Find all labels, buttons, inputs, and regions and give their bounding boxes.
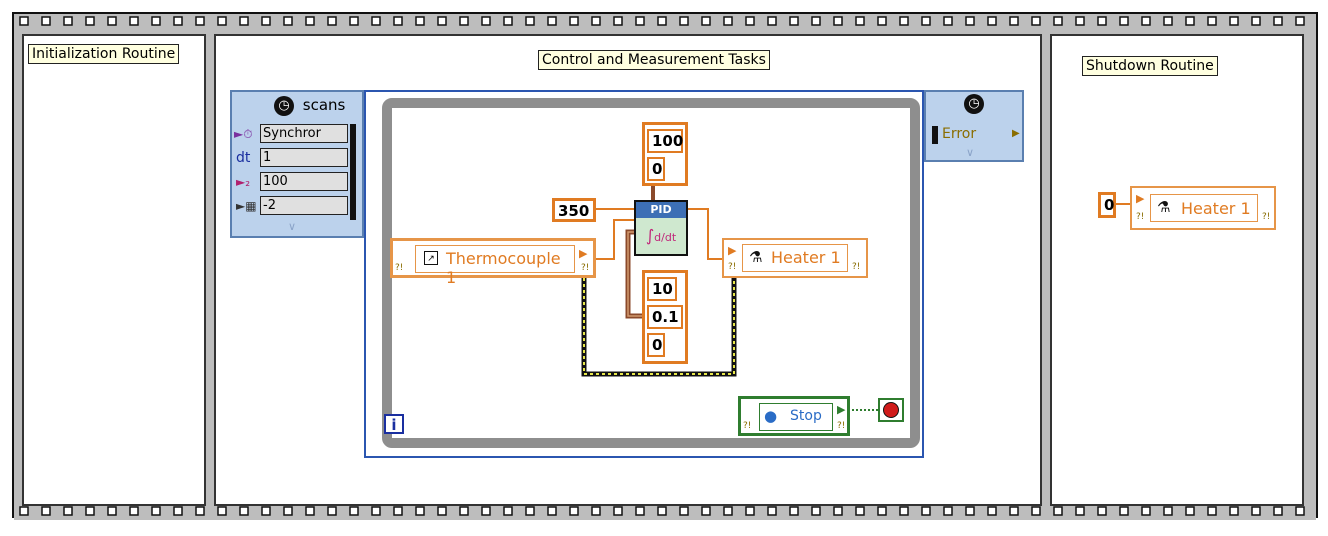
timed-loop-input-node[interactable]: ◷ scans ►⏱ Synchror dt 1 ►₂ 100 ►▦ -2 ∨ bbox=[230, 90, 364, 238]
output-arrow-icon: ▶ bbox=[579, 247, 588, 260]
timed-loop-title: scans bbox=[302, 96, 346, 114]
stopwatch-icon: ◷ bbox=[274, 95, 294, 116]
error-out-icon: ?! bbox=[1262, 212, 1271, 222]
shutdown-heater-channel[interactable]: ⚗ Heater 1 bbox=[1150, 194, 1258, 222]
shutdown-value-constant[interactable]: 0 bbox=[1098, 192, 1116, 218]
stop-terminal[interactable] bbox=[878, 398, 904, 422]
expand-chevron-icon[interactable]: ∨ bbox=[288, 220, 297, 233]
processor-field[interactable]: -2 bbox=[260, 196, 348, 215]
iteration-terminal: i bbox=[384, 414, 404, 434]
shutdown-heater-label: Heater 1 bbox=[1181, 199, 1251, 218]
error-in-icon: ?! bbox=[743, 421, 752, 431]
frame-label-shutdown: Shutdown Routine bbox=[1082, 56, 1218, 76]
error-out-icon: ?! bbox=[837, 421, 846, 431]
stopwatch-icon: ◷ bbox=[964, 94, 984, 114]
error-in-icon: ?! bbox=[1136, 212, 1145, 222]
heater-icon: ⚗ bbox=[1157, 198, 1171, 216]
input-arrow-icon: ▶ bbox=[728, 244, 737, 257]
output-bar bbox=[932, 126, 938, 144]
timed-loop-inputs: ►⏱ Synchror dt 1 ►₂ 100 ►▦ -2 bbox=[234, 122, 358, 218]
input-bar bbox=[350, 124, 356, 220]
daq-read-node[interactable]: ?! ↗ Thermocouple 1 ▶ ?! bbox=[390, 238, 596, 287]
dt-label: dt bbox=[236, 150, 251, 166]
stop-sign-icon bbox=[883, 402, 899, 418]
frame-initialization bbox=[22, 34, 206, 506]
input-row-offset[interactable]: ►₂ 100 bbox=[234, 170, 358, 194]
timed-loop-header: ◷ scans bbox=[274, 94, 360, 118]
offset-icon: ►₂ bbox=[236, 175, 251, 189]
error-out-icon: ?! bbox=[581, 263, 590, 273]
daq-write-node[interactable]: ▶ ?! ⚗ Heater 1 ?! bbox=[722, 238, 868, 278]
pid-label: PID bbox=[636, 202, 686, 218]
input-row-timing-source[interactable]: ►⏱ Synchror bbox=[234, 122, 358, 146]
gain-derivative[interactable]: 0 bbox=[647, 333, 665, 357]
heater-label: Heater 1 bbox=[771, 248, 841, 267]
output-arrow-icon: ▶ bbox=[837, 403, 846, 416]
clock-source-icon: ►⏱ bbox=[234, 127, 253, 141]
error-in-icon: ?! bbox=[728, 262, 737, 272]
offset-field[interactable]: 100 bbox=[260, 172, 348, 191]
stop-node[interactable]: ?! ● Stop ▶ ?! bbox=[738, 396, 850, 436]
setpoint-constant[interactable]: 350 bbox=[552, 198, 596, 222]
frame-shutdown bbox=[1050, 34, 1304, 506]
output-range-low[interactable]: 0 bbox=[647, 157, 665, 181]
frame-label-initialization: Initialization Routine bbox=[28, 44, 180, 64]
error-out-icon: ?! bbox=[852, 262, 861, 272]
gain-integral[interactable]: 0.1 bbox=[647, 305, 683, 329]
gain-proportional[interactable]: 10 bbox=[647, 277, 677, 301]
input-row-dt[interactable]: dt 1 bbox=[234, 146, 358, 170]
frame-label-control: Control and Measurement Tasks bbox=[538, 50, 770, 70]
processor-icon: ►▦ bbox=[236, 199, 257, 213]
network-icon: ● bbox=[764, 407, 778, 425]
expand-chevron-icon[interactable]: ∨ bbox=[966, 146, 975, 159]
timed-loop-output-node[interactable]: ◷ Error ▶ ∨ bbox=[924, 90, 1024, 162]
pid-integral-icon: ∫d/dt bbox=[636, 218, 686, 254]
stop-function[interactable]: ● Stop bbox=[759, 403, 833, 431]
pid-vi[interactable]: PID ∫d/dt bbox=[634, 200, 688, 256]
shutdown-write-node[interactable]: ▶ ?! ⚗ Heater 1 ?! bbox=[1130, 186, 1276, 230]
thermocouple-channel[interactable]: ↗ Thermocouple 1 bbox=[415, 245, 575, 287]
channel-icon: ↗ bbox=[424, 251, 438, 265]
stop-label: Stop bbox=[790, 408, 822, 424]
output-arrow-icon: ▶ bbox=[1012, 128, 1020, 139]
output-range-cluster[interactable]: 100 0 bbox=[642, 122, 688, 186]
output-range-high[interactable]: 100 bbox=[647, 129, 683, 153]
dt-field[interactable]: 1 bbox=[260, 148, 348, 167]
thermocouple-label: Thermocouple 1 bbox=[446, 249, 561, 287]
input-row-processor[interactable]: ►▦ -2 bbox=[234, 194, 358, 218]
error-in-icon: ?! bbox=[395, 263, 404, 273]
pid-gains-cluster[interactable]: 10 0.1 0 bbox=[642, 270, 688, 364]
timing-source-field[interactable]: Synchror bbox=[260, 124, 348, 143]
error-label: Error bbox=[942, 126, 977, 142]
heater-channel[interactable]: ⚗ Heater 1 bbox=[742, 244, 848, 272]
heater-icon: ⚗ bbox=[749, 248, 763, 266]
input-arrow-icon: ▶ bbox=[1136, 192, 1145, 205]
